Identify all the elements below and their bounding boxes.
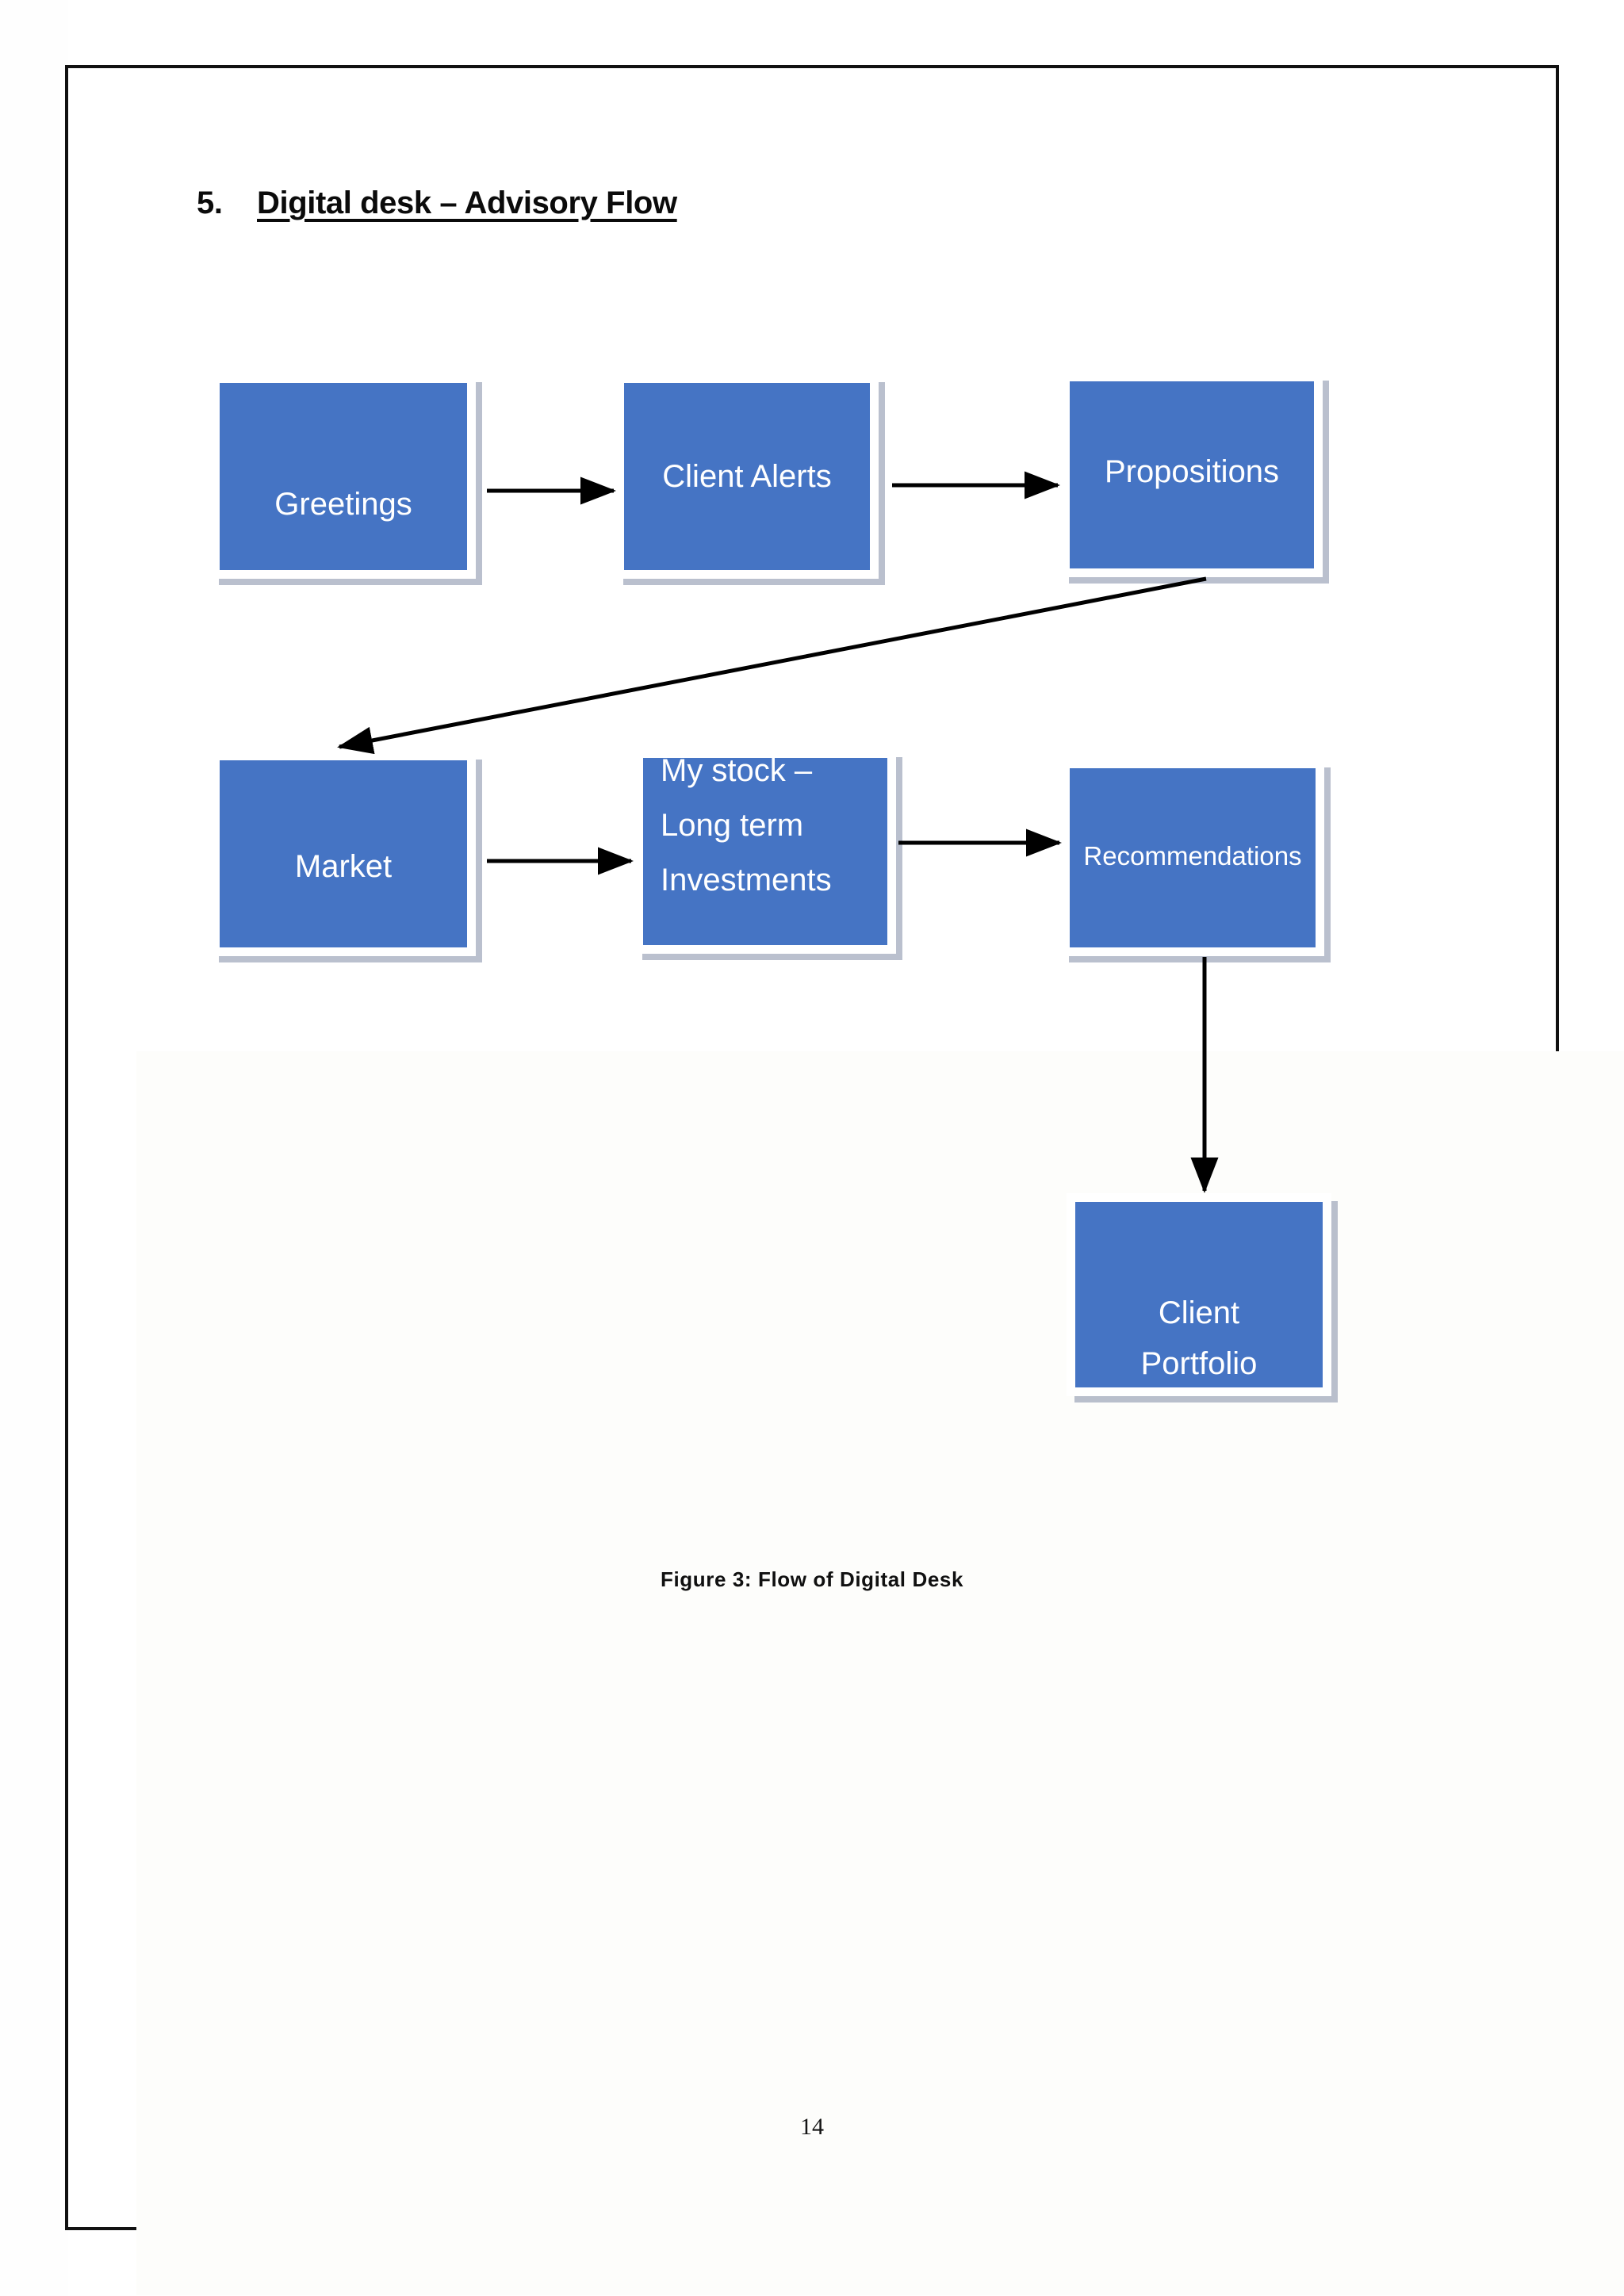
flow-node-label-line-2: Long term [661,808,804,843]
page-number: 14 [800,2114,824,2140]
flow-node-label: Recommendations [1083,841,1302,871]
figure-caption: Figure 3: Flow of Digital Desk [660,1567,964,1591]
scan-tint [136,1051,1624,2295]
flow-node-label: Client Alerts [662,459,832,494]
flow-node-fill: Propositions [1070,381,1314,568]
flow-node-fill: Client Portfolio [1075,1202,1323,1387]
flow-node-label: My stock – Long term Investments [643,744,887,908]
flow-node-fill: Recommendations [1070,768,1316,947]
flow-node-market[interactable]: Market [211,752,476,956]
flow-node-client-portfolio[interactable]: Client Portfolio [1067,1193,1331,1396]
scan-edge-tint [0,0,68,2296]
flow-node-label: Market [294,849,393,884]
flow-node-label-line-1: Client [1158,1295,1240,1330]
flow-node-fill: My stock – Long term Investments [643,753,887,945]
flow-node-fill: Greetings [220,383,467,570]
flow-node-greetings[interactable]: Greetings [211,374,476,579]
flow-node-label-line-1: My stock – [661,753,813,788]
flow-node-label-line-2: Portfolio [1140,1346,1258,1381]
flow-node-label: Greetings [274,487,412,522]
flow-node-recommendations[interactable]: Recommendations [1061,760,1324,956]
flow-node-propositions[interactable]: Propositions [1061,373,1323,577]
section-number: 5. [197,186,223,220]
section-title: Digital desk – Advisory Flow [257,186,677,220]
flow-node-label: Propositions [1104,454,1280,489]
flow-node-fill: Market [220,760,467,947]
page-title: 5. Digital desk – Advisory Flow [197,186,677,221]
flow-node-client-alerts[interactable]: Client Alerts [615,374,879,579]
flow-node-my-stock[interactable]: My stock – Long term Investments [634,749,896,954]
flow-node-fill: Client Alerts [624,383,870,570]
flow-node-label-line-3: Investments [661,863,832,897]
flow-node-label: Client Portfolio [1075,1288,1323,1389]
